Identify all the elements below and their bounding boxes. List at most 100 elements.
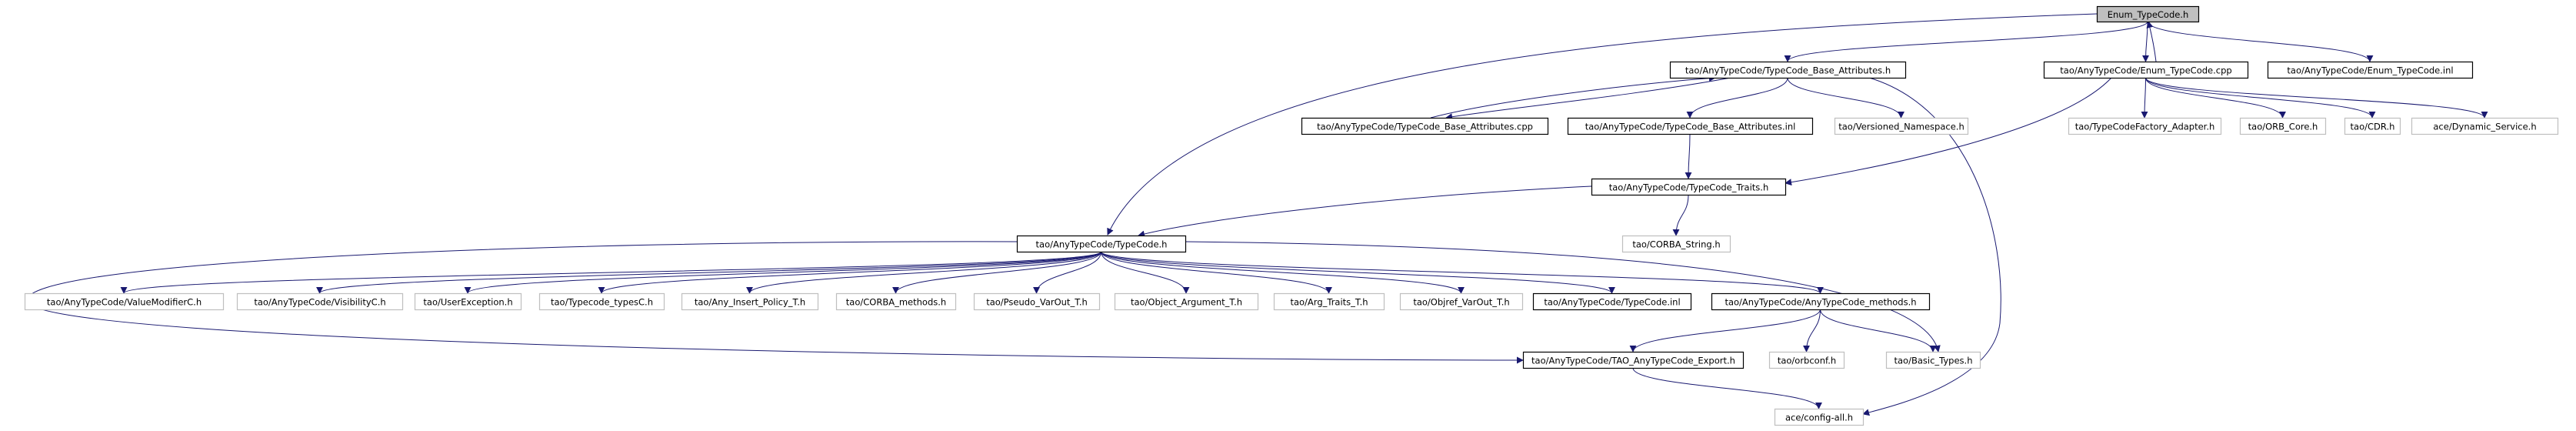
node-box [1522, 351, 1745, 369]
node-box [2239, 117, 2327, 135]
node-label: tao/AnyTypeCode/AnyTypeCode_methods.h [1725, 297, 1916, 308]
node-box [1621, 235, 1731, 253]
node-label: tao/Arg_Traits_T.h [1290, 297, 1368, 308]
node-root[interactable]: Enum_TypeCode.h [2096, 5, 2200, 23]
node-label: tao/Basic_Types.h [1894, 356, 1972, 366]
node-box [1532, 292, 1692, 311]
node-box [2043, 61, 2249, 79]
node-anytc-methods[interactable]: tao/AnyTypeCode/AnyTypeCode_methods.h [1711, 292, 1931, 311]
node-orb-core: tao/ORB_Core.h [2239, 117, 2327, 135]
node-label: tao/orbconf.h [1778, 356, 1836, 366]
edge-root-to-enum-cpp [2142, 21, 2150, 62]
node-typecode-h[interactable]: tao/AnyTypeCode/TypeCode.h [1016, 235, 1187, 253]
edge-tao-export-to-config-all [1632, 367, 1822, 409]
node-pseudo-varout: tao/Pseudo_VarOut_T.h [973, 292, 1101, 311]
node-label: Enum_TypeCode.h [2108, 9, 2189, 20]
node-cdr: tao/CDR.h [2344, 117, 2401, 135]
edge-typecode-h-to-object-argument [1101, 251, 1190, 294]
node-basic-types: tao/Basic_Types.h [1885, 351, 1981, 369]
node-traits-h[interactable]: tao/AnyTypeCode/TypeCode_Traits.h [1591, 178, 1787, 196]
node-any-insert: tao/Any_Insert_Policy_T.h [681, 292, 819, 311]
node-box [1301, 117, 1549, 135]
node-label: tao/Object_Argument_T.h [1131, 297, 1242, 308]
node-box [973, 292, 1101, 311]
node-orbconf: tao/orbconf.h [1768, 351, 1845, 369]
edge-base-attr-h-to-versioned-ns [1787, 77, 1905, 119]
node-box [1399, 292, 1524, 311]
edge-typecode-h-to-visibility [316, 251, 1101, 294]
node-tao-export[interactable]: tao/AnyTypeCode/TAO_AnyTypeCode_Export.h [1522, 351, 1745, 369]
node-label: tao/AnyTypeCode/TypeCode.inl [1544, 297, 1680, 308]
node-label: tao/Versioned_Namespace.h [1838, 122, 1964, 132]
node-dynamic-service: ace/Dynamic_Service.h [2411, 117, 2559, 135]
node-label: tao/CDR.h [2351, 122, 2395, 132]
node-box [2068, 117, 2222, 135]
edge-typecode-h-to-any-insert [746, 251, 1101, 294]
edge-typecode-h-to-anytc-methods [1101, 251, 1824, 294]
edge-anytc-methods-to-tao-export [1629, 309, 1821, 352]
node-label: tao/AnyTypeCode/ValueModifierC.h [47, 297, 202, 308]
node-box [2344, 117, 2401, 135]
node-box [1114, 292, 1259, 311]
node-enum-cpp[interactable]: tao/AnyTypeCode/Enum_TypeCode.cpp [2043, 61, 2249, 79]
node-box [1273, 292, 1385, 311]
edge-typecode-h-to-typecode-inl [1101, 251, 1615, 294]
node-box [2267, 61, 2474, 79]
node-object-argument: tao/Object_Argument_T.h [1114, 292, 1259, 311]
edge-root-to-enum-inl [2147, 21, 2374, 62]
node-label: tao/UserException.h [423, 297, 512, 308]
node-box [681, 292, 819, 311]
node-base-attr-h[interactable]: tao/AnyTypeCode/TypeCode_Base_Attributes… [1669, 61, 1907, 79]
node-label: tao/ORB_Core.h [2248, 122, 2318, 132]
node-label: tao/AnyTypeCode/VisibilityC.h [254, 297, 385, 308]
node-arg-traits: tao/Arg_Traits_T.h [1273, 292, 1385, 311]
node-label: tao/AnyTypeCode/TypeCode_Base_Attributes… [1317, 122, 1533, 132]
dependency-nodes: Enum_TypeCode.h tao/AnyTypeCode/TypeCode_… [24, 5, 2559, 426]
edge-base-attr-inl-to-traits-h [1685, 133, 1692, 179]
node-label: tao/Any_Insert_Policy_T.h [695, 297, 805, 308]
node-config-all: ace/config-all.h [1774, 408, 1865, 426]
node-corba-string: tao/CORBA_String.h [1621, 235, 1731, 253]
node-base-attr-cpp[interactable]: tao/AnyTypeCode/TypeCode_Base_Attributes… [1301, 117, 1549, 135]
edge-typecode-h-to-typecode-types [598, 251, 1101, 294]
node-label: tao/AnyTypeCode/Enum_TypeCode.inl [2287, 65, 2453, 76]
node-typecode-inl[interactable]: tao/AnyTypeCode/TypeCode.inl [1532, 292, 1692, 311]
node-label: ace/config-all.h [1785, 413, 1853, 423]
edge-root-to-base-attr-h [1784, 21, 2148, 62]
edge-typecode-h-to-value-modifier [120, 251, 1101, 294]
edge-base-attr-h-to-base-attr-cpp [1445, 77, 1731, 121]
edge-enum-cpp-to-root [2146, 21, 2157, 62]
node-base-attr-inl[interactable]: tao/AnyTypeCode/TypeCode_Base_Attributes… [1567, 117, 1814, 135]
node-label: tao/TypeCodeFactory_Adapter.h [2075, 122, 2215, 132]
node-box [414, 292, 522, 311]
node-box [1669, 61, 1907, 79]
edge-base-attr-cpp-to-base-attr-h [1430, 75, 1716, 119]
edge-enum-cpp-to-cdr [2145, 77, 2376, 119]
edge-traits-h-to-corba-string [1672, 194, 1689, 236]
edge-enum-cpp-to-factory-adapter [2141, 77, 2148, 119]
node-box [2096, 5, 2200, 23]
node-enum-inl[interactable]: tao/AnyTypeCode/Enum_TypeCode.inl [2267, 61, 2474, 79]
node-visibility: tao/AnyTypeCode/VisibilityC.h [236, 292, 404, 311]
edge-enum-cpp-to-traits-h [1785, 77, 2112, 186]
node-objref-varout: tao/Objref_VarOut_T.h [1399, 292, 1524, 311]
edge-enum-cpp-to-orb-core [2145, 77, 2286, 119]
node-label: tao/AnyTypeCode/TAO_AnyTypeCode_Export.h [1531, 356, 1735, 366]
node-versioned-ns: tao/Versioned_Namespace.h [1834, 117, 1969, 135]
edge-anytc-methods-to-orbconf [1803, 309, 1821, 352]
edge-typecode-h-to-user-exception [464, 251, 1101, 294]
node-label: tao/Objref_VarOut_T.h [1413, 297, 1509, 308]
node-label: tao/Pseudo_VarOut_T.h [986, 297, 1088, 308]
node-box [1567, 117, 1814, 135]
edge-base-attr-h-to-base-attr-inl [1686, 77, 1788, 119]
node-box [1774, 408, 1865, 426]
node-box [538, 292, 665, 311]
node-corba-methods: tao/CORBA_methods.h [835, 292, 957, 311]
edge-anytc-methods-to-basic-types [1820, 309, 1937, 352]
edge-typecode-h-to-pseudo-varout [1033, 251, 1101, 294]
node-label: tao/AnyTypeCode/TypeCode_Base_Attributes… [1585, 122, 1796, 132]
node-label: tao/AnyTypeCode/Enum_TypeCode.cpp [2060, 65, 2231, 76]
node-value-modifier: tao/AnyTypeCode/ValueModifierC.h [24, 292, 225, 311]
dependency-edges [26, 13, 2488, 416]
